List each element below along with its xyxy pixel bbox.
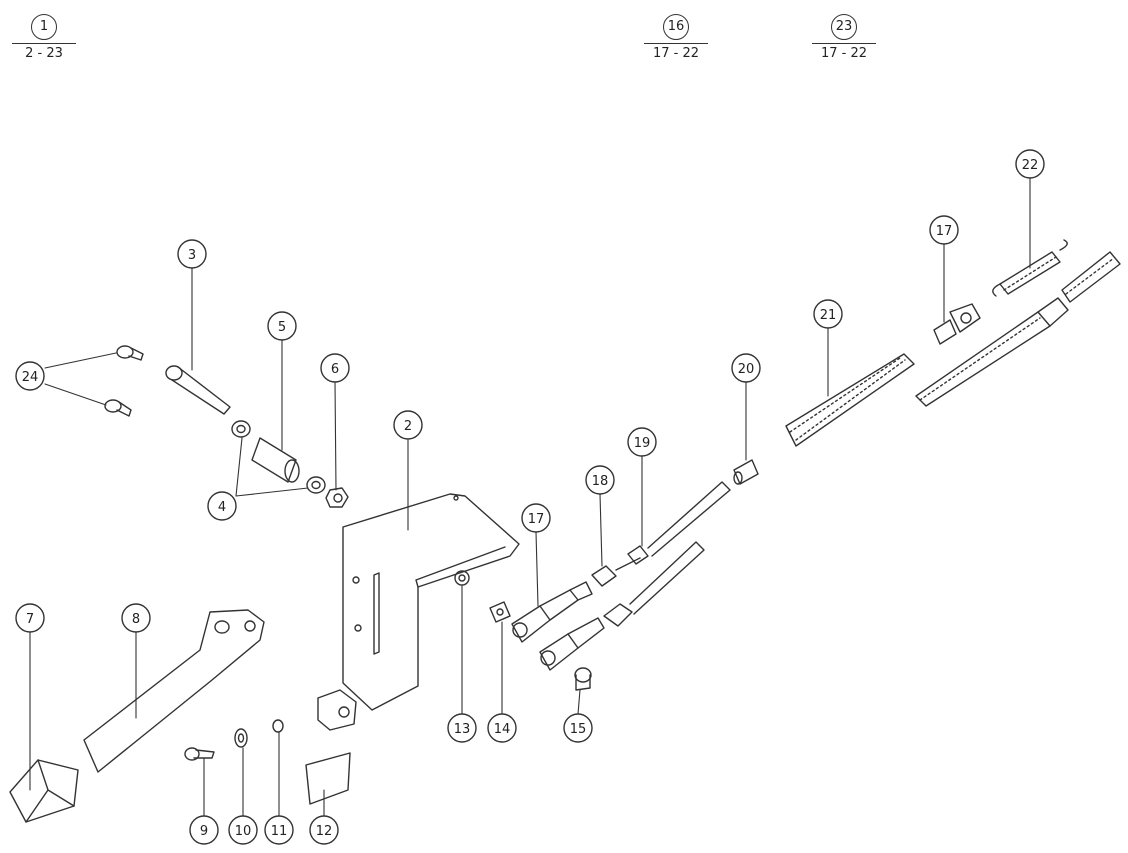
svg-text:18: 18 xyxy=(592,474,609,489)
assembly-range: 2 - 23 xyxy=(25,46,63,61)
svg-text:3: 3 xyxy=(188,248,196,263)
assembly-number: 16 xyxy=(663,14,689,40)
part-10-washer xyxy=(234,728,248,748)
part-4-washers xyxy=(231,420,326,494)
svg-text:24: 24 xyxy=(22,370,39,385)
callout-18: 18 xyxy=(585,465,615,495)
assembly-label-1: 1 2 - 23 xyxy=(4,14,84,61)
callout-5: 5 xyxy=(267,311,297,341)
svg-text:8: 8 xyxy=(132,612,140,627)
callout-7: 7 xyxy=(15,603,45,633)
callout-6: 6 xyxy=(320,353,350,383)
part-20-sleeve xyxy=(733,459,759,485)
svg-text:20: 20 xyxy=(738,362,755,377)
svg-text:14: 14 xyxy=(494,722,511,737)
svg-text:4: 4 xyxy=(218,500,226,515)
svg-text:10: 10 xyxy=(235,824,252,839)
callout-3: 3 xyxy=(177,239,207,269)
callout-13: 13 xyxy=(447,713,477,743)
callout-17-left: 17 xyxy=(521,503,551,533)
svg-text:17: 17 xyxy=(528,512,545,527)
part-13-nut xyxy=(454,570,470,586)
part-22-spring xyxy=(992,239,1068,297)
callout-2: 2 xyxy=(393,410,423,440)
callout-9: 9 xyxy=(189,815,219,845)
part-5-spacer xyxy=(251,437,300,483)
part-17-clevis-right xyxy=(933,303,981,345)
svg-text:15: 15 xyxy=(570,722,587,737)
svg-text:2: 2 xyxy=(404,419,412,434)
fraction-bar xyxy=(12,43,76,44)
callout-8: 8 xyxy=(121,603,151,633)
callout-4: 4 xyxy=(207,491,237,521)
callout-22: 22 xyxy=(1015,149,1045,179)
svg-text:11: 11 xyxy=(271,824,288,839)
assembly-range: 17 - 22 xyxy=(652,46,700,61)
callout-21: 21 xyxy=(813,299,843,329)
cable-assembly-lower xyxy=(539,541,705,671)
assembly-label-16: 16 17 - 22 xyxy=(636,14,716,61)
fraction-bar xyxy=(644,43,708,44)
svg-text:6: 6 xyxy=(331,362,339,377)
leader-lines xyxy=(29,177,1031,817)
part-12-plate xyxy=(305,689,357,805)
part-6-nut xyxy=(325,487,349,508)
part-11-nut xyxy=(272,719,284,733)
assembly-number: 23 xyxy=(831,14,857,40)
spring-assembly-right xyxy=(915,251,1121,407)
svg-text:12: 12 xyxy=(316,824,333,839)
svg-text:7: 7 xyxy=(26,612,34,627)
svg-text:17: 17 xyxy=(936,224,953,239)
svg-text:21: 21 xyxy=(820,308,837,323)
callout-17-right: 17 xyxy=(929,215,959,245)
callout-24: 24 xyxy=(15,361,45,391)
svg-text:9: 9 xyxy=(200,824,208,839)
assembly-number: 1 xyxy=(31,14,57,40)
callout-12: 12 xyxy=(309,815,339,845)
callout-11: 11 xyxy=(264,815,294,845)
svg-text:13: 13 xyxy=(454,722,471,737)
cable-assembly-upper xyxy=(511,481,731,643)
part-24-screws xyxy=(104,345,144,417)
callout-20: 20 xyxy=(731,353,761,383)
callout-10: 10 xyxy=(228,815,258,845)
assembly-label-23: 23 17 - 22 xyxy=(804,14,884,61)
part-15-pin xyxy=(574,667,592,691)
callout-15: 15 xyxy=(563,713,593,743)
part-9-screw xyxy=(184,747,215,761)
callout-14: 14 xyxy=(487,713,517,743)
part-2-bracket xyxy=(342,493,520,711)
part-3-bolt xyxy=(165,365,231,415)
fraction-bar xyxy=(812,43,876,44)
svg-text:22: 22 xyxy=(1022,158,1039,173)
part-7-pedal-pad xyxy=(9,759,79,823)
part-21-spring xyxy=(785,353,915,447)
svg-text:19: 19 xyxy=(634,436,651,451)
svg-text:5: 5 xyxy=(278,320,286,335)
assembly-range: 17 - 22 xyxy=(820,46,868,61)
callout-19: 19 xyxy=(627,427,657,457)
part-14-square-nut xyxy=(489,601,511,623)
part-8-pedal-arm xyxy=(83,609,265,773)
